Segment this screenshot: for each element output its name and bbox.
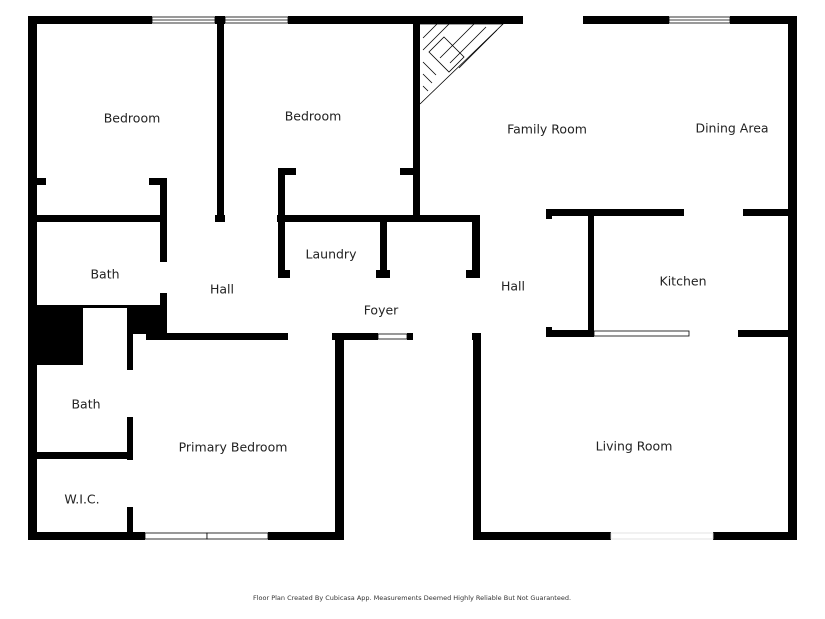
wall: [127, 307, 133, 370]
window: [377, 333, 408, 340]
room-label-bath: Bath: [71, 396, 101, 412]
room-label-bath: Bath: [90, 266, 120, 282]
window: [144, 532, 208, 540]
wall: [37, 215, 167, 222]
wall: [288, 16, 523, 24]
wall: [37, 305, 167, 308]
wall: [146, 333, 288, 340]
wall: [583, 16, 669, 24]
wall: [788, 16, 797, 540]
room-label-laundry: Laundry: [305, 246, 357, 262]
windows: [144, 16, 731, 540]
wall: [28, 532, 145, 540]
wall: [37, 178, 46, 185]
wall: [546, 209, 552, 219]
wall: [215, 215, 225, 222]
room-label-family-room: Family Room: [507, 121, 587, 137]
wall: [730, 16, 797, 24]
room-label-primary-bedroom: Primary Bedroom: [178, 439, 288, 455]
wall: [127, 507, 133, 537]
room-label-wic: W.I.C.: [64, 491, 100, 507]
wall: [127, 307, 167, 334]
wall: [407, 333, 413, 340]
window: [610, 532, 714, 540]
wall: [332, 333, 378, 340]
wall: [217, 16, 224, 218]
wall: [28, 307, 83, 365]
wall: [743, 209, 797, 216]
wall: [268, 532, 344, 540]
wall: [466, 270, 480, 278]
room-label-foyer: Foyer: [363, 302, 399, 318]
wall: [278, 270, 290, 278]
wall: [376, 270, 390, 278]
wall: [127, 417, 133, 460]
room-label-living-room: Living Room: [595, 438, 673, 454]
wall: [473, 532, 611, 540]
stairs: [419, 23, 504, 105]
wall: [473, 333, 481, 540]
wall: [546, 209, 684, 216]
wall: [400, 168, 415, 175]
wall: [149, 178, 167, 185]
room-label-bedroom: Bedroom: [103, 110, 161, 126]
room-label-hall: Hall: [500, 278, 526, 294]
wall: [28, 16, 37, 540]
room-label-bedroom: Bedroom: [284, 108, 342, 124]
wall: [472, 218, 480, 278]
wall: [277, 215, 480, 222]
wall: [380, 218, 387, 278]
room-label-dining-area: Dining Area: [695, 120, 769, 136]
footer-disclaimer: Floor Plan Created By Cubicasa App. Meas…: [252, 594, 572, 602]
wall: [713, 532, 797, 540]
wall: [278, 168, 296, 175]
wall: [28, 16, 152, 24]
room-label-kitchen: Kitchen: [659, 273, 707, 289]
wall: [335, 340, 344, 540]
window: [593, 330, 690, 337]
room-label-hall: Hall: [209, 281, 235, 297]
wall: [413, 16, 420, 218]
wall: [37, 452, 133, 459]
wall: [278, 168, 285, 278]
wall: [738, 330, 797, 337]
wall: [546, 330, 594, 337]
walls: [28, 16, 797, 540]
wall: [588, 209, 594, 337]
